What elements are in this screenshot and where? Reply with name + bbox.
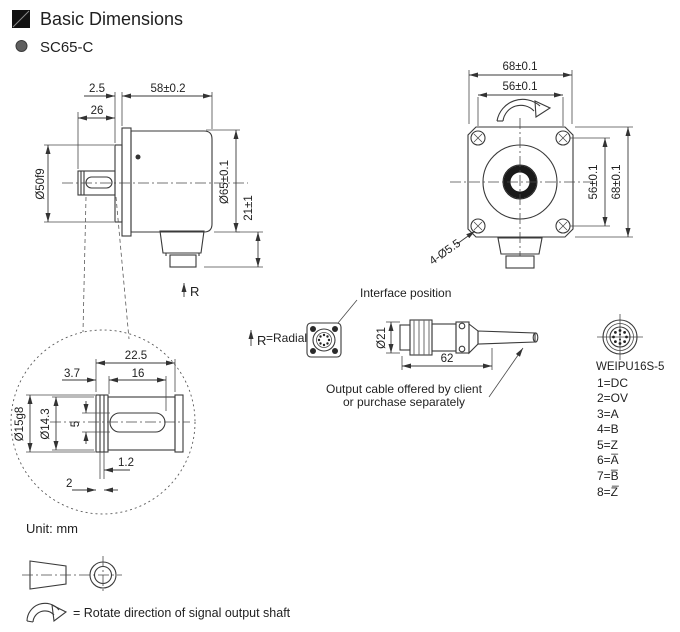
dim-hole-pitch-v: 56±0.1 — [588, 164, 600, 199]
dim-plug-dia: Ø21 — [376, 327, 388, 349]
front-connector-housing — [497, 237, 543, 255]
first-angle-projection-icon — [22, 556, 122, 594]
keyway-slot — [109, 412, 166, 433]
mount-hole — [555, 130, 571, 146]
dim-plug-len: 62 — [441, 353, 454, 365]
shaft-collar — [95, 394, 109, 453]
cable-note-2: or purchase separately — [343, 395, 465, 409]
dim-key-len: 16 — [132, 368, 145, 380]
rotate-note: = Rotate direction of signal output shaf… — [73, 606, 291, 620]
front-view: 68±0.1 56±0.1 56±0.1 68±0.1 4-Ø5.5 — [427, 61, 633, 269]
pin-5: 5=Z — [597, 438, 618, 452]
dim-groove-width: 1.2 — [118, 457, 134, 469]
rotate-direction-icon — [26, 602, 68, 623]
shaft-end-cap — [174, 394, 184, 453]
pin-4: 4=B — [597, 422, 619, 436]
pin-2: 2=OV — [597, 391, 628, 405]
unit-label: Unit: mm — [26, 521, 78, 536]
radial-letter: R — [257, 333, 266, 348]
mounting-boss — [114, 144, 123, 223]
side-connector-plug — [169, 254, 197, 268]
cable-note-1: Output cable offered by client — [326, 382, 483, 396]
front-connector-plug — [505, 255, 535, 269]
dim-boss-dia: Ø50f9 — [35, 168, 47, 199]
dim-outer-height: 68±0.1 — [611, 164, 623, 199]
radial-mark: R — [190, 284, 199, 299]
side-view: 2.5 58±0.2 26 Ø50f9 Ø65±0.1 21±1 R — [35, 83, 263, 299]
connector-face-icon — [597, 314, 643, 360]
header: Basic Dimensions SC65-C — [12, 9, 183, 56]
dim-shaft-length: 26 — [91, 105, 104, 117]
leader-line — [456, 230, 476, 245]
dim-collar-len: 3.7 — [64, 368, 80, 380]
body-screw — [135, 154, 141, 160]
leader-line — [337, 299, 358, 324]
connector-model: WEIPU16S-5 — [596, 361, 664, 373]
interface-label: Interface position — [360, 286, 451, 300]
mount-hole — [470, 218, 486, 234]
dim-key-width: 5 — [70, 421, 82, 427]
dim-groove-offset: 2 — [66, 478, 72, 490]
dim-body-depth: 58±0.2 — [150, 83, 185, 95]
mount-hole — [555, 218, 571, 234]
encoder-body — [130, 130, 213, 233]
interface-section: Interface position R =Radial — [248, 286, 539, 409]
mount-hole — [470, 130, 486, 146]
dim-total-len: 22.5 — [125, 350, 147, 362]
dim-flat-dia: Ø14.3 — [40, 408, 52, 439]
page-title: Basic Dimensions — [40, 9, 183, 29]
detail-leader — [82, 196, 87, 333]
pinout-section: WEIPU16S-5 1=DC 2=OV 3=A 4=B 5=Z 6=A̅ 7=… — [596, 314, 664, 499]
cable — [477, 330, 536, 345]
pin-8: 8=Z̅ — [597, 485, 619, 499]
front-flange — [121, 127, 132, 237]
pin-6: 6=A̅ — [597, 453, 619, 467]
pin-7: 7=B̅ — [597, 469, 619, 483]
detail-leader — [115, 196, 130, 340]
detail-circle — [10, 329, 196, 515]
pin-3: 3=A — [597, 407, 619, 421]
bullet-square-slash — [12, 10, 30, 28]
shaft-detail: 22.5 3.7 16 Ø15g8 Ø14.3 5 1.2 2 — [10, 196, 196, 515]
dim-mount-holes: 4-Ø5.5 — [427, 238, 463, 268]
dim-hole-pitch: 56±0.1 — [502, 81, 537, 93]
footer: Unit: mm = Rotate direction of signal ou… — [22, 521, 291, 623]
cable-end — [532, 332, 539, 343]
rotate-direction-icon — [496, 98, 552, 122]
dim-shaft-dia: Ø15g8 — [14, 407, 26, 442]
bullet-dot-icon — [15, 40, 28, 52]
leader-line — [488, 347, 524, 398]
shaft-keyway — [85, 176, 113, 189]
dim-flange-offset: 2.5 — [89, 83, 105, 95]
pin-1: 1=DC — [597, 376, 628, 390]
dim-outer-width: 68±0.1 — [502, 61, 537, 73]
dim-connector-height: 21±1 — [243, 195, 255, 221]
model-name: SC65-C — [40, 39, 94, 56]
side-connector-housing — [159, 230, 205, 254]
interface-face — [306, 322, 342, 358]
cable-plug — [399, 319, 539, 356]
radial-eq: =Radial — [266, 331, 307, 345]
dim-body-dia: Ø65±0.1 — [219, 160, 231, 204]
front-flange-square — [467, 126, 574, 238]
